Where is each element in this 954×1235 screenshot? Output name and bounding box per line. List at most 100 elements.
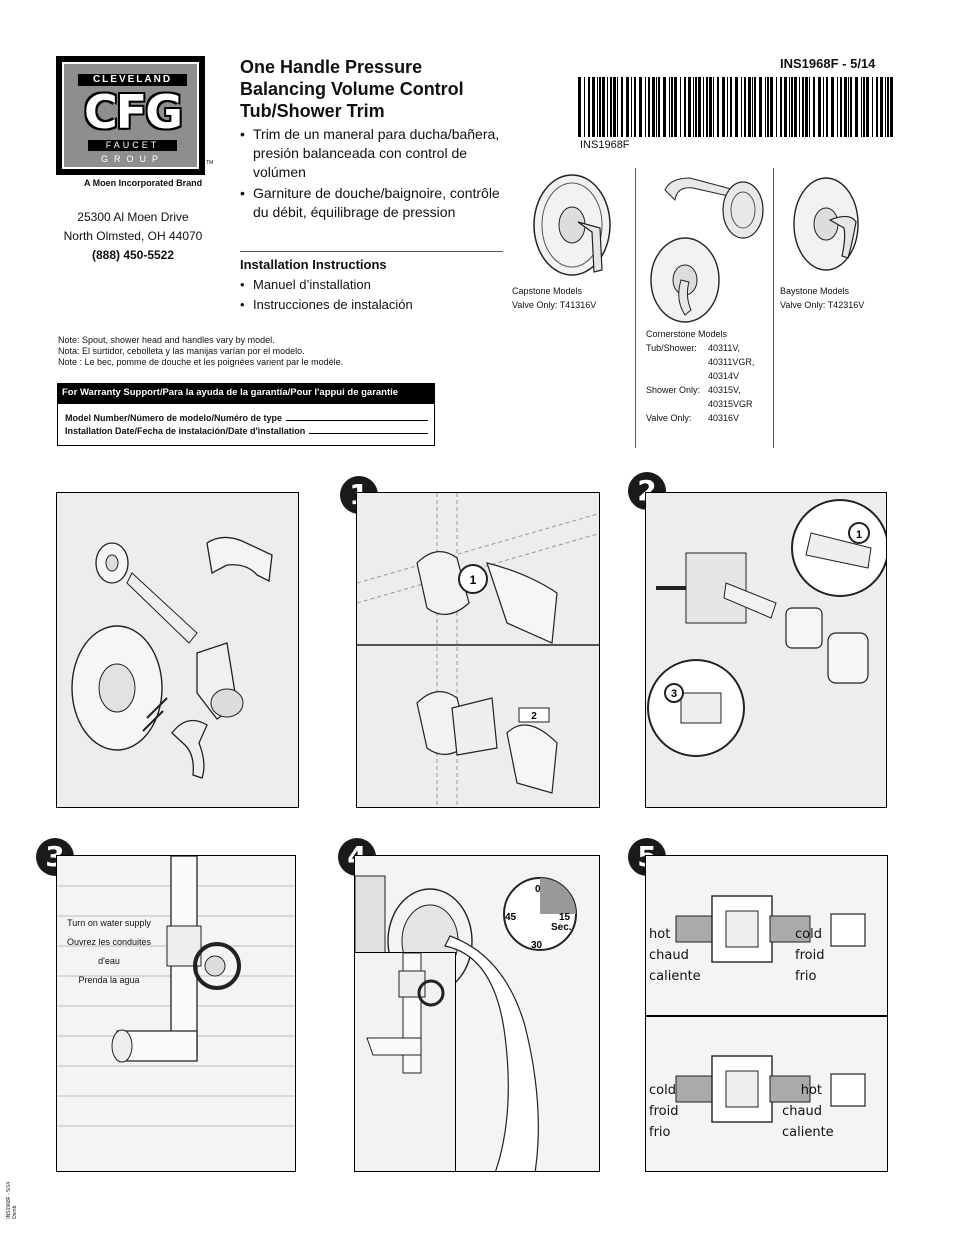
barcode-bar <box>809 77 810 137</box>
trademark: TM <box>206 160 214 166</box>
install-date-field[interactable] <box>309 426 428 434</box>
label-chaud-2: chaud <box>782 1104 822 1119</box>
timer-unit: Sec. <box>551 922 572 933</box>
barcode-bar <box>855 77 858 137</box>
barcode-bar <box>610 77 612 137</box>
parts-illustration <box>71 536 273 779</box>
label-chaud-1: chaud <box>649 948 689 963</box>
barcode-bar <box>717 77 719 137</box>
timer-30: 30 <box>531 940 543 951</box>
barcode-bar <box>802 77 804 137</box>
barcode-bar <box>850 77 852 137</box>
inset-valve-illustration <box>366 952 445 1074</box>
barcode-bar <box>597 77 598 137</box>
cornerstone-row: 40315VGR <box>646 397 754 411</box>
cornerstone-row: Valve Only:40316V <box>646 411 754 425</box>
step-5-illustration <box>675 895 866 1123</box>
barcode-bar <box>652 77 655 137</box>
logo-faucet: FAUCET <box>88 140 177 151</box>
label-caliente-2: caliente <box>782 1125 834 1140</box>
step-1-illustration: 1 2 <box>357 493 599 807</box>
label-frio-2: frio <box>649 1125 671 1140</box>
barcode-bar <box>784 77 787 137</box>
barcode-bar <box>735 77 738 137</box>
barcode-bar <box>648 77 650 137</box>
cornerstone-trim-illustration <box>650 177 764 323</box>
note-en: Note: Spout, shower head and handles var… <box>58 335 275 345</box>
model-number-label: Model Number/Número de modelo/Numéro de … <box>65 413 283 423</box>
barcode-bar <box>599 77 601 137</box>
barcode-bar <box>626 77 629 137</box>
barcode-bar <box>799 77 800 137</box>
cornerstone-row-model: 40315V, <box>708 385 741 395</box>
model-divider-right <box>773 168 774 448</box>
barcode-bar <box>754 77 756 137</box>
parts-panel <box>56 492 299 808</box>
logo-group: GROUP <box>100 154 164 164</box>
barcode-bar <box>602 77 605 137</box>
barcode-bar <box>767 77 769 137</box>
barcode-bar <box>592 77 595 137</box>
side-code-line2: Dsmb <box>12 1205 18 1219</box>
title-line1: One Handle Pressure <box>240 57 423 77</box>
install-title: Installation Instructions <box>240 257 387 272</box>
step-2-badge: 2 <box>628 472 666 510</box>
label-top-left: hot chaud caliente <box>649 924 701 987</box>
barcode-bar <box>752 77 753 137</box>
step-4-panel: 0 15 30 45 Sec. <box>354 855 600 1172</box>
barcode-bar <box>658 77 660 137</box>
water-supply-en: Turn on water supply <box>67 918 151 928</box>
barcode-bar <box>823 77 824 137</box>
water-supply-text: Turn on water supply Ouvrez les conduite… <box>61 914 157 990</box>
install-es: Instrucciones de instalación <box>240 296 505 314</box>
barcode-bar <box>706 77 708 137</box>
cornerstone-row-label: Tub/Shower: <box>646 343 697 353</box>
barcode-bar <box>688 77 691 137</box>
barcode-bar <box>578 77 581 137</box>
translation-es: Trim de un maneral para ducha/bañera, pr… <box>240 125 505 182</box>
barcode-bar <box>698 77 701 137</box>
barcode-text: INS1968F <box>580 139 630 151</box>
barcode-bar <box>759 77 762 137</box>
title-translations: Trim de un maneral para ducha/bañera, pr… <box>240 125 505 224</box>
warranty-header: For Warranty Support/Para la ayuda de la… <box>58 384 434 404</box>
capstone-trim-illustration <box>533 174 611 276</box>
barcode-bar <box>684 77 686 137</box>
barcode-bar <box>770 77 773 137</box>
barcode-bar <box>744 77 746 137</box>
water-supply-fr: Ouvrez les conduites d'eau <box>66 937 152 966</box>
label-hot-1: hot <box>649 927 671 942</box>
barcode-bar <box>671 77 673 137</box>
barcode-bar <box>748 77 751 137</box>
barcode-bar <box>663 77 666 137</box>
model-number-field[interactable] <box>286 413 428 421</box>
barcode-bar <box>621 77 623 137</box>
address-line2: North Olmsted, OH 44070 <box>63 229 203 243</box>
barcode-bar <box>848 77 849 137</box>
phone: (888) 450-5522 <box>91 248 175 262</box>
barcode-bar <box>885 77 886 137</box>
barcode-bar <box>887 77 889 137</box>
cfg-logo: CLEVELAND CFG FAUCET GROUP <box>56 56 205 175</box>
barcode-bar <box>741 77 742 137</box>
label-frio-1: frio <box>795 969 817 984</box>
cornerstone-row: 40314V <box>646 369 754 383</box>
capstone-caption: Capstone Models Valve Only: T41316V <box>512 284 596 312</box>
barcode-bar <box>844 77 847 137</box>
barcode-bar <box>805 77 808 137</box>
model-divider-left <box>635 168 636 448</box>
tagline: A Moen Incorporated Brand <box>84 178 203 188</box>
barcode-bar <box>693 77 694 137</box>
substep-1-label: 1 <box>470 573 477 587</box>
baystone-valve: Valve Only: T42316V <box>780 300 865 310</box>
cornerstone-row-label <box>646 397 708 411</box>
barcode-bar <box>727 77 728 137</box>
barcode-bar <box>584 77 585 137</box>
label-hot-2: hot <box>800 1083 822 1098</box>
baystone-name: Baystone Models <box>780 286 850 296</box>
barcode-bar <box>645 77 646 137</box>
timer-45: 45 <box>505 912 517 923</box>
barcode-bar <box>826 77 828 137</box>
cornerstone-caption: Cornerstone Models Tub/Shower:40311V,403… <box>646 327 754 425</box>
